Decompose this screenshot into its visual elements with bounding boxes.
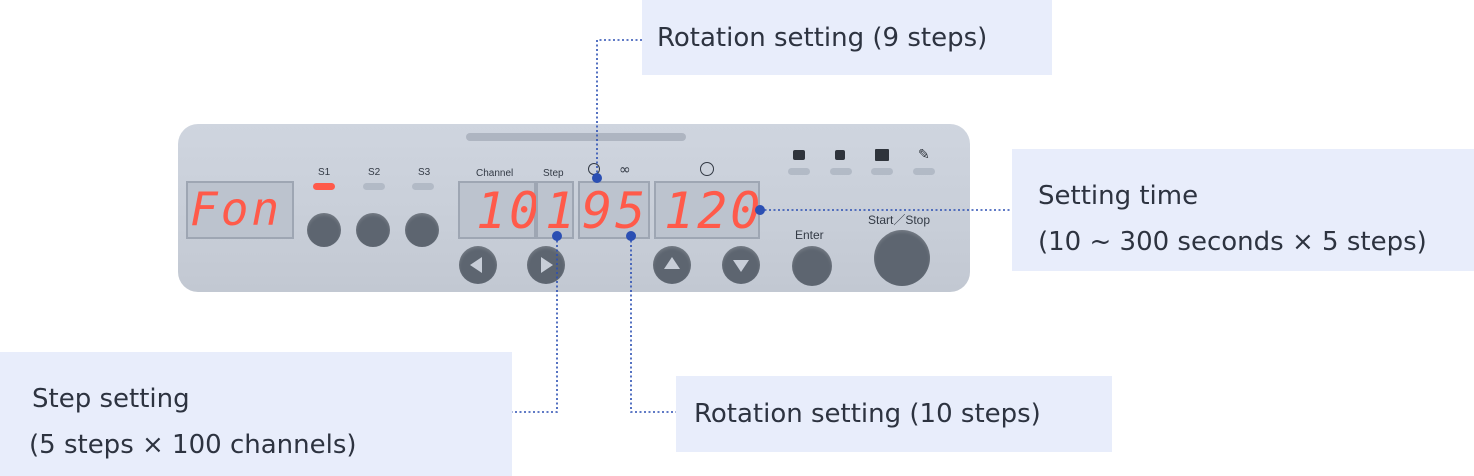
start-stop-button[interactable] bbox=[874, 230, 930, 286]
s3-label: S3 bbox=[418, 167, 431, 178]
cartridge-icon bbox=[875, 149, 889, 161]
channel-label: Channel bbox=[476, 168, 514, 179]
callout-setting-time-range: (10 ~ 300 seconds × 5 steps) bbox=[1038, 227, 1427, 257]
right-arrow-icon bbox=[541, 257, 553, 273]
time-display bbox=[654, 181, 760, 239]
s3-button[interactable] bbox=[405, 213, 439, 247]
right-button[interactable] bbox=[527, 246, 565, 284]
callout-rotation-10-text: Rotation setting (10 steps) bbox=[694, 399, 1041, 429]
s2-button[interactable] bbox=[356, 213, 390, 247]
lock-icon bbox=[793, 150, 805, 160]
callout-setting-time-title: Setting time bbox=[1038, 181, 1199, 211]
time-display-value: 120 bbox=[664, 182, 764, 240]
leader-line-rotation-10 bbox=[630, 236, 676, 413]
down-arrow-icon bbox=[733, 260, 749, 272]
s3-led bbox=[412, 183, 434, 190]
callout-step-setting: Step setting (5 steps × 100 channels) bbox=[0, 352, 512, 476]
leader-line-step bbox=[512, 236, 558, 413]
rotation-display bbox=[578, 181, 650, 239]
channel-display-value: 10 bbox=[476, 182, 543, 240]
leader-dot-step bbox=[552, 231, 562, 241]
enter-label: Enter bbox=[795, 228, 824, 242]
wrench-icon: ✎ bbox=[918, 147, 930, 163]
leader-line-rotation-9 bbox=[596, 39, 642, 178]
step-label: Step bbox=[543, 168, 564, 179]
up-arrow-icon bbox=[664, 257, 680, 269]
rotation-display-value: 95 bbox=[582, 182, 649, 240]
leader-dot-rotation-10 bbox=[626, 231, 636, 241]
top-slot bbox=[466, 133, 686, 141]
callout-rotation-9: Rotation setting (9 steps) bbox=[642, 0, 1052, 75]
callout-rotation-9-text: Rotation setting (9 steps) bbox=[657, 23, 988, 53]
callout-step-range: (5 steps × 100 channels) bbox=[29, 430, 357, 460]
s1-led bbox=[313, 183, 335, 190]
down-button[interactable] bbox=[722, 246, 760, 284]
s2-led bbox=[363, 183, 385, 190]
left-arrow-icon bbox=[470, 257, 482, 273]
channel-display bbox=[458, 181, 536, 239]
callout-rotation-10: Rotation setting (10 steps) bbox=[676, 376, 1112, 452]
leader-dot-setting-time bbox=[755, 205, 765, 215]
clock-icon bbox=[700, 162, 714, 176]
s1-button[interactable] bbox=[307, 213, 341, 247]
mode-display-value: Fon bbox=[190, 182, 283, 236]
unlock-led bbox=[830, 168, 852, 175]
cartridge-led bbox=[871, 168, 893, 175]
lock-led bbox=[788, 168, 810, 175]
infinity-icon: ∞ bbox=[619, 162, 631, 178]
leader-dot-rotation-9 bbox=[592, 173, 602, 183]
callout-setting-time: Setting time (10 ~ 300 seconds × 5 steps… bbox=[1012, 149, 1474, 271]
left-button[interactable] bbox=[459, 246, 497, 284]
control-panel: Fon S1 S2 S3 Channel Step ∞ 10 1 95 120 … bbox=[178, 124, 970, 292]
up-button[interactable] bbox=[653, 246, 691, 284]
start-stop-label: Start／Stop bbox=[868, 213, 931, 227]
mode-display bbox=[186, 181, 294, 239]
wrench-led bbox=[913, 168, 935, 175]
callout-step-title: Step setting bbox=[32, 384, 190, 414]
enter-button[interactable] bbox=[792, 246, 832, 286]
step-display-value: 1 bbox=[545, 182, 579, 240]
unlock-icon bbox=[835, 150, 845, 160]
s1-label: S1 bbox=[318, 167, 331, 178]
s2-label: S2 bbox=[368, 167, 381, 178]
